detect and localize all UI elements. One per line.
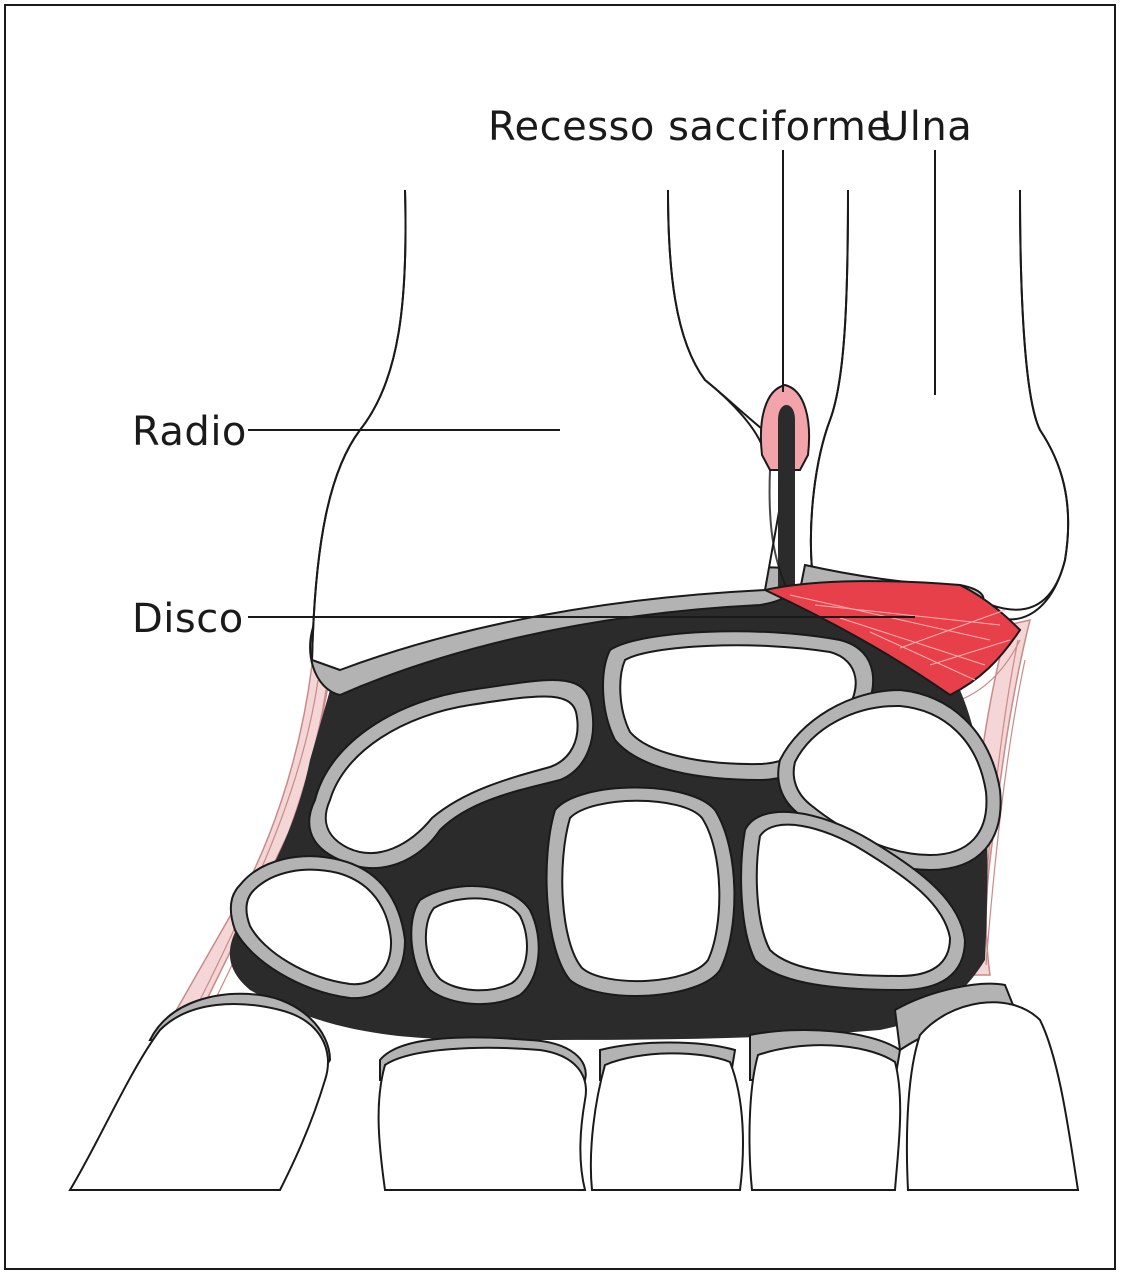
- metacarpal-2: [379, 1048, 586, 1190]
- metacarpal-3: [591, 1053, 743, 1190]
- radius-label: Radio: [132, 409, 247, 455]
- metacarpal-5: [907, 1002, 1078, 1190]
- trapezoid: [426, 898, 527, 990]
- metacarpal-1: [70, 1004, 328, 1190]
- ulna-label: Ulna: [880, 104, 972, 150]
- capitate: [562, 801, 719, 981]
- metacarpal-4: [750, 1045, 901, 1190]
- recess-label: Recesso sacciforme: [488, 104, 891, 150]
- disc-label: Disco: [132, 596, 244, 642]
